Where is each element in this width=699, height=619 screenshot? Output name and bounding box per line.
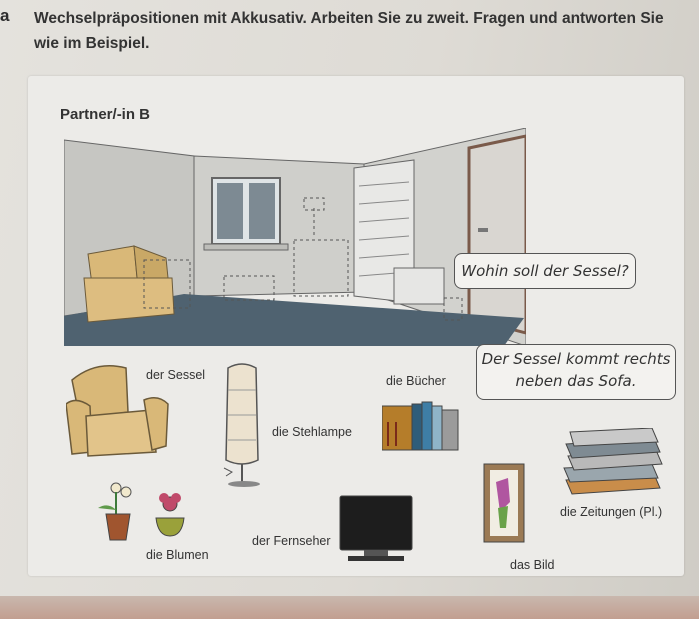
answer-line-1: Der Sessel kommt rechts [481,350,671,368]
books-icon [382,401,459,451]
label-zeitungen: die Zeitungen (Pl.) [560,505,663,519]
label-stehlampe: die Stehlampe [272,425,352,439]
exercise-instruction: Wechselpräpositionen mit Akkusativ. Arbe… [34,6,684,56]
room-illustration [64,128,526,346]
planned-armchair [143,259,191,309]
armchair-icon [66,365,169,457]
label-fernseher: der Fernseher [252,534,331,548]
sofa [83,245,175,323]
instruction-line-2: wie im Beispiel. [34,35,150,52]
label-sessel: der Sessel [146,368,206,382]
label-bild: das Bild [510,558,555,572]
answer-line-2: neben das Sofa. [515,372,637,390]
page-edge [0,596,699,619]
instruction-line-1: Wechselpräpositionen mit Akkusativ. Arbe… [34,10,664,27]
planned-tv-stand [293,239,349,297]
question-speech-bubble: Wohin soll der Sessel? [454,253,636,289]
newspapers-icon [563,428,663,495]
planned-table [223,275,275,301]
answer-speech-bubble: Der Sessel kommt rechts neben das Sofa. [476,344,676,400]
door [467,134,526,335]
label-buecher: die Bücher [386,374,446,388]
floor-lamp-icon [223,363,260,487]
picture-frame-icon [483,463,525,543]
partner-label: Partner/-in B [60,106,151,123]
flowers-icon [98,482,185,541]
label-blumen: die Blumen [146,548,209,562]
carpet [64,294,524,346]
planned-bin [443,297,463,321]
television-icon [339,495,413,561]
exercise-letter: a [0,6,10,25]
